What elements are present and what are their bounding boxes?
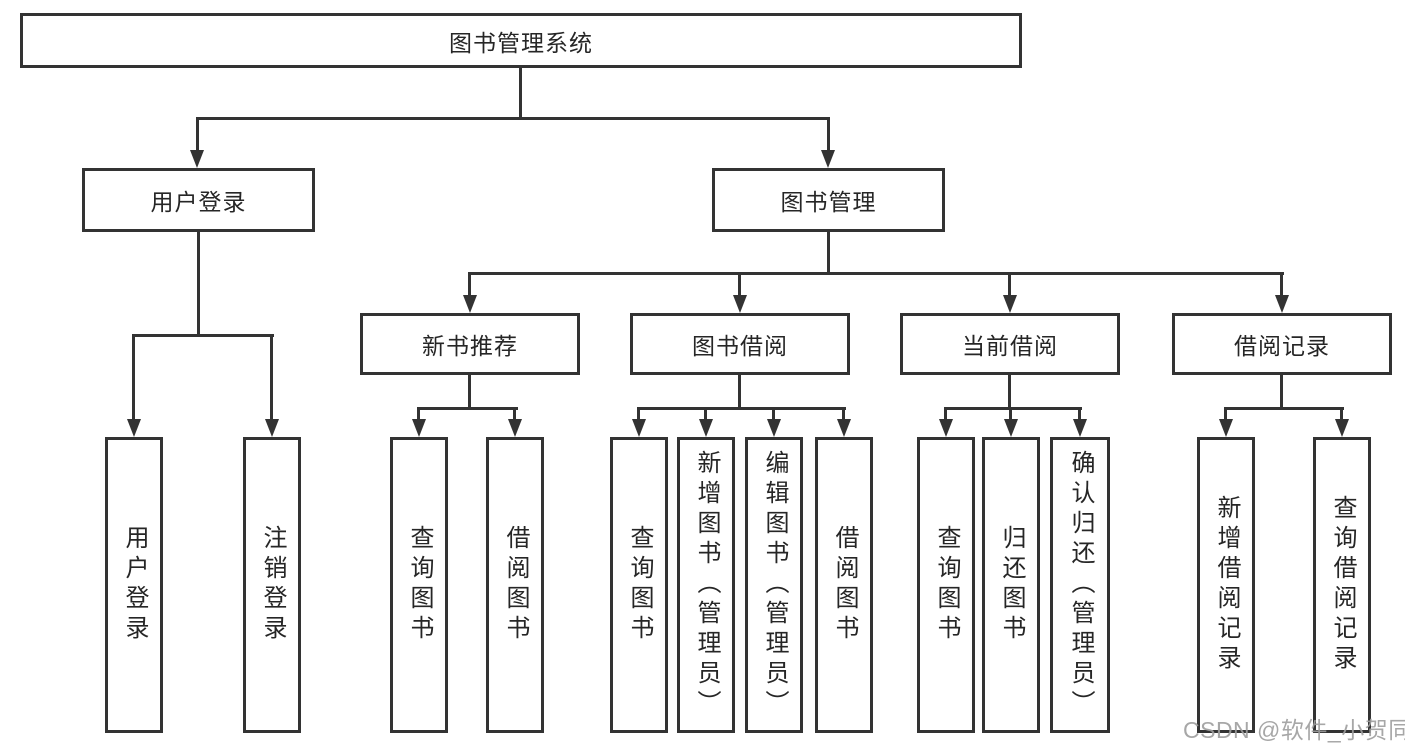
- leaf-return-books: 归还图书: [982, 437, 1040, 733]
- arrow-down-icon: [1003, 295, 1017, 313]
- arrow-down-icon: [821, 150, 835, 168]
- arrow-down-icon: [127, 419, 141, 437]
- connector-line: [1078, 407, 1081, 421]
- connector-line: [417, 407, 518, 410]
- leaf-query-borrow-record: 查询借阅记录: [1313, 437, 1371, 733]
- connector-line: [772, 407, 775, 421]
- node-user-login-label: 用户登录: [150, 189, 247, 215]
- connector-line: [738, 372, 741, 410]
- connector-line: [197, 229, 200, 337]
- connector-line: [704, 407, 707, 421]
- connector-line: [827, 229, 830, 275]
- arrow-down-icon: [767, 419, 781, 437]
- leaf-query-books-1: 查询图书: [390, 437, 448, 733]
- arrow-down-icon: [412, 419, 426, 437]
- leaf-label: 归还图书: [998, 525, 1025, 645]
- leaf-label: 新增图书（管理员）: [693, 450, 720, 720]
- leaf-query-books-2: 查询图书: [610, 437, 668, 733]
- node-current-borrow-label: 当前借阅: [962, 333, 1058, 359]
- arrow-down-icon: [632, 419, 646, 437]
- connector-line: [827, 117, 830, 152]
- leaf-edit-books-admin: 编辑图书（管理员）: [745, 437, 803, 733]
- arrow-down-icon: [190, 150, 204, 168]
- connector-line: [637, 407, 846, 410]
- connector-line: [1008, 372, 1011, 410]
- connector-line: [944, 407, 1082, 410]
- connector-line: [468, 272, 1284, 275]
- leaf-add-books-admin: 新增图书（管理员）: [677, 437, 735, 733]
- connector-line: [944, 407, 947, 421]
- connector-line: [270, 334, 273, 421]
- connector-line: [519, 66, 522, 119]
- connector-line: [1340, 407, 1343, 421]
- leaf-borrow-books-1: 借阅图书: [486, 437, 544, 733]
- leaf-label: 编辑图书（管理员）: [761, 450, 788, 720]
- connector-line: [1280, 272, 1283, 297]
- node-root: 图书管理系统: [20, 13, 1022, 68]
- csdn-watermark: CSDN @软件_小贺同学: [1183, 717, 1405, 743]
- arrow-down-icon: [463, 295, 477, 313]
- node-new-book-recommend: 新书推荐: [360, 313, 580, 375]
- leaf-label: 查询借阅记录: [1329, 495, 1356, 675]
- arrow-down-icon: [1275, 295, 1289, 313]
- connector-line: [132, 334, 274, 337]
- leaf-query-books-3: 查询图书: [917, 437, 975, 733]
- connector-line: [196, 117, 830, 120]
- connector-line: [1009, 407, 1012, 421]
- connector-line: [1224, 407, 1227, 421]
- leaf-borrow-books-2: 借阅图书: [815, 437, 873, 733]
- node-borrow-records: 借阅记录: [1172, 313, 1392, 375]
- arrow-down-icon: [837, 419, 851, 437]
- connector-line: [1224, 407, 1344, 410]
- connector-line: [637, 407, 640, 421]
- leaf-user-login: 用户登录: [105, 437, 163, 733]
- connector-line: [417, 407, 420, 421]
- leaf-label: 查询图书: [626, 525, 653, 645]
- connector-line: [196, 117, 199, 152]
- arrow-down-icon: [733, 295, 747, 313]
- node-book-borrow-label: 图书借阅: [692, 333, 788, 359]
- connector-line: [738, 272, 741, 297]
- leaf-label: 新增借阅记录: [1213, 495, 1240, 675]
- leaf-add-borrow-record: 新增借阅记录: [1197, 437, 1255, 733]
- arrow-down-icon: [1073, 419, 1087, 437]
- connector-line: [1008, 272, 1011, 297]
- arrow-down-icon: [1219, 419, 1233, 437]
- connector-line: [468, 272, 471, 297]
- node-new-book-recommend-label: 新书推荐: [422, 333, 518, 359]
- arrow-down-icon: [699, 419, 713, 437]
- leaf-label: 查询图书: [406, 525, 433, 645]
- arrow-down-icon: [1335, 419, 1349, 437]
- leaf-label: 确认归还（管理员）: [1067, 450, 1094, 720]
- node-borrow-records-label: 借阅记录: [1234, 333, 1330, 359]
- arrow-down-icon: [265, 419, 279, 437]
- arrow-down-icon: [1004, 419, 1018, 437]
- connector-line: [132, 334, 135, 421]
- node-book-borrow: 图书借阅: [630, 313, 850, 375]
- arrow-down-icon: [939, 419, 953, 437]
- connector-line: [513, 407, 516, 421]
- connector-line: [842, 407, 845, 421]
- leaf-logout: 注销登录: [243, 437, 301, 733]
- connector-line: [468, 372, 471, 410]
- arrow-down-icon: [508, 419, 522, 437]
- node-book-management-label: 图书管理: [780, 189, 877, 215]
- leaf-label: 注销登录: [259, 525, 286, 645]
- leaf-label: 借阅图书: [502, 525, 529, 645]
- connector-line: [1280, 372, 1283, 410]
- leaf-confirm-return-admin: 确认归还（管理员）: [1050, 437, 1110, 733]
- node-book-management: 图书管理: [712, 168, 945, 232]
- node-user-login: 用户登录: [82, 168, 315, 232]
- leaf-label: 借阅图书: [831, 525, 858, 645]
- node-current-borrow: 当前借阅: [900, 313, 1120, 375]
- leaf-label: 查询图书: [933, 525, 960, 645]
- leaf-label: 用户登录: [121, 525, 148, 645]
- node-root-label: 图书管理系统: [449, 29, 593, 56]
